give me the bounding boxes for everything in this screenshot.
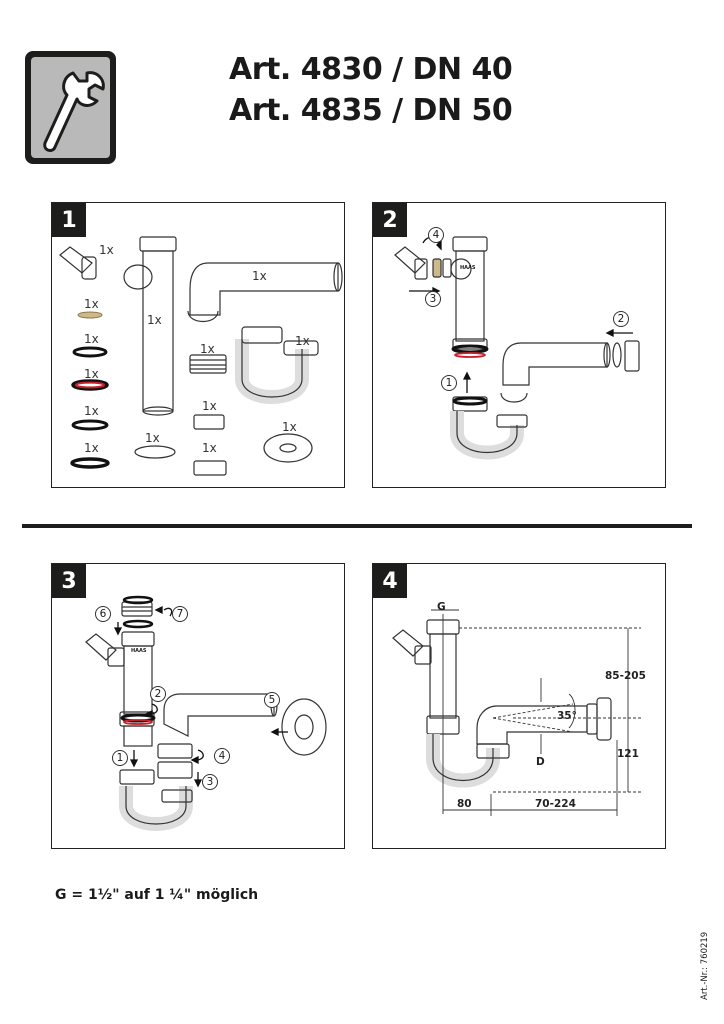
assembly-step-2 bbox=[394, 236, 640, 460]
qty-label: 1x bbox=[84, 441, 99, 455]
article-number: Art.-Nr.: 760219 bbox=[700, 931, 710, 1000]
step-number: 4 bbox=[428, 227, 444, 243]
title-line-2: Art. 4835 / DN 50 bbox=[229, 93, 513, 128]
dimension-drawing bbox=[392, 609, 641, 816]
tool-icon-frame bbox=[25, 51, 116, 164]
dim-height: 85-205 bbox=[605, 670, 646, 682]
qty-label: 1x bbox=[147, 313, 162, 327]
step-number: 2 bbox=[150, 686, 166, 702]
step-number: 1 bbox=[112, 750, 128, 766]
qty-label: 1x bbox=[295, 334, 310, 348]
title-line-1: Art. 4830 / DN 40 bbox=[229, 52, 513, 87]
qty-label: 1x bbox=[202, 441, 217, 455]
panel-3: 3 bbox=[51, 563, 345, 849]
qty-label: 1x bbox=[145, 431, 160, 445]
qty-label: 1x bbox=[84, 367, 99, 381]
footnote: G = 1½" auf 1 ¼" möglich bbox=[55, 887, 259, 903]
qty-label: 1x bbox=[84, 404, 99, 418]
dim-g: G bbox=[437, 601, 446, 613]
panel-number: 4 bbox=[373, 564, 407, 598]
step-number: 3 bbox=[425, 291, 441, 307]
dim-70-224: 70-224 bbox=[535, 798, 576, 810]
step-number: 4 bbox=[214, 748, 230, 764]
assembly-step-3 bbox=[85, 595, 327, 831]
step-number: 1 bbox=[441, 375, 457, 391]
qty-label: 1x bbox=[200, 342, 215, 356]
parts-illustration bbox=[59, 236, 343, 476]
qty-label: 1x bbox=[202, 399, 217, 413]
step-number: 2 bbox=[613, 311, 629, 327]
brand-mark: HAAS bbox=[131, 648, 147, 654]
step-number: 5 bbox=[264, 692, 280, 708]
qty-label: 1x bbox=[84, 297, 99, 311]
panel-1: 1 bbox=[51, 202, 345, 488]
dim-121: 121 bbox=[617, 748, 639, 760]
qty-label: 1x bbox=[84, 332, 99, 346]
brand-mark: HAAS bbox=[460, 265, 476, 271]
panel-2: 2 4 3 bbox=[372, 202, 666, 488]
dim-d: D bbox=[536, 756, 545, 768]
qty-label: 1x bbox=[282, 420, 297, 434]
section-divider bbox=[22, 524, 692, 528]
dim-angle: 35° bbox=[557, 710, 577, 722]
panel-number: 2 bbox=[373, 203, 407, 237]
panel-4: 4 bbox=[372, 563, 666, 849]
step-number: 3 bbox=[202, 774, 218, 790]
step-number: 7 bbox=[172, 606, 188, 622]
dim-80: 80 bbox=[457, 798, 472, 810]
qty-label: 1x bbox=[99, 243, 114, 257]
panel-number: 1 bbox=[52, 203, 86, 237]
panel-number: 3 bbox=[52, 564, 86, 598]
wrench-icon bbox=[43, 71, 105, 152]
qty-label: 1x bbox=[252, 269, 267, 283]
step-number: 6 bbox=[95, 606, 111, 622]
